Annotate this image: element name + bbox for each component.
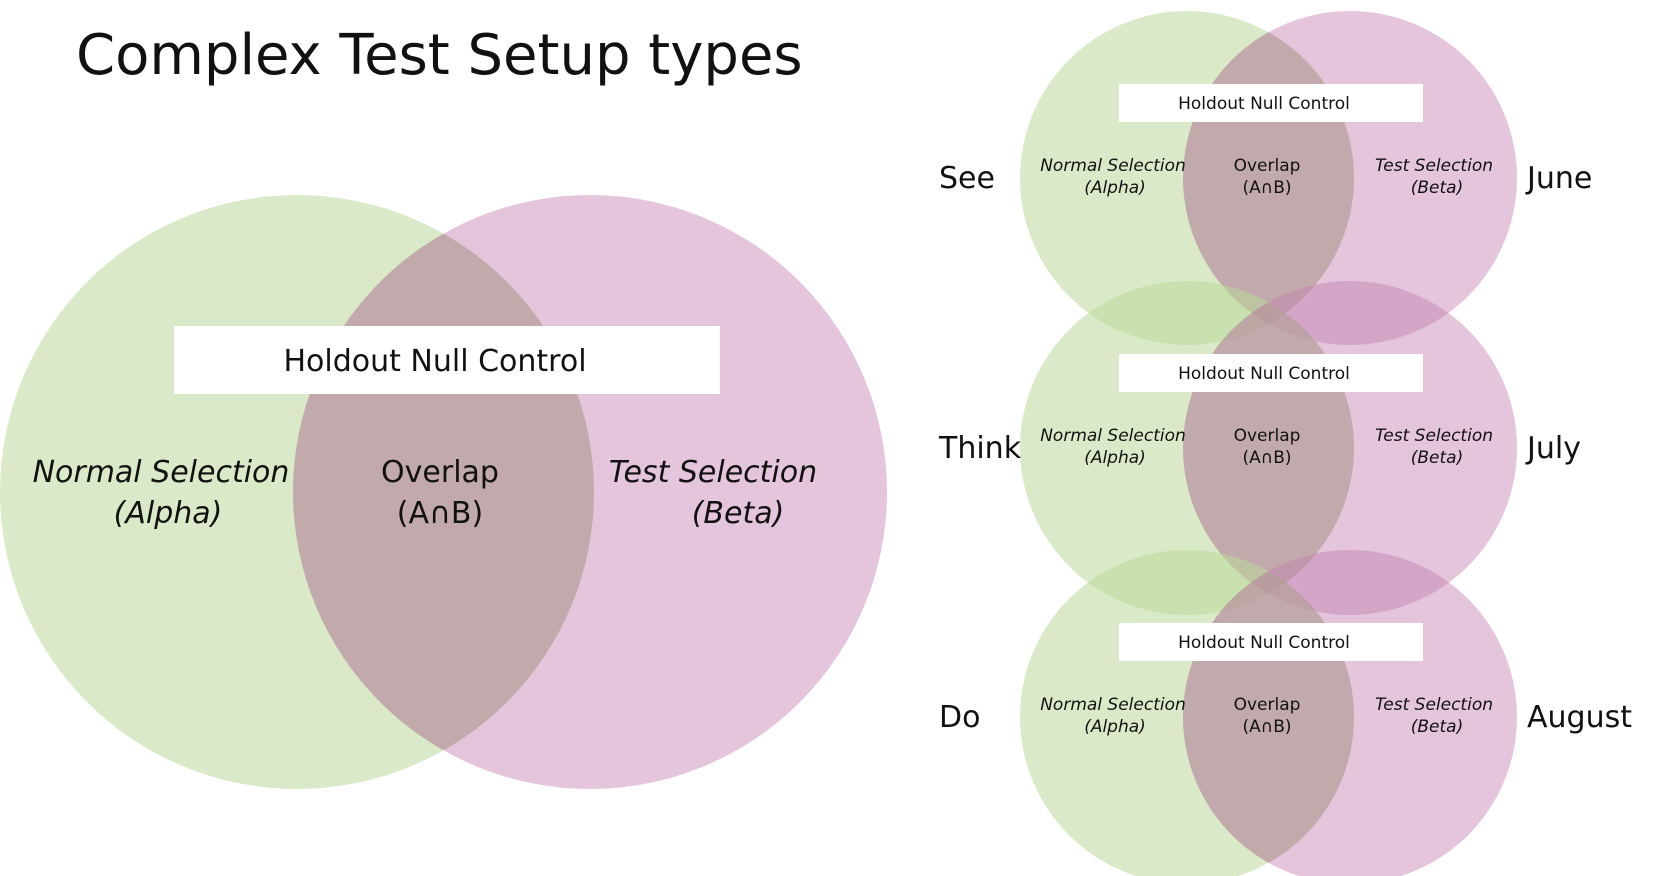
stage-label: Think [938,431,1022,466]
stage-label: Do [939,700,980,735]
beta-label: Test Selection [609,455,817,490]
beta-sublabel: (Beta) [1411,448,1463,468]
month-label: August [1527,700,1632,735]
alpha-sublabel: (Alpha) [114,496,223,531]
overlap-sublabel: (A∩B) [1243,717,1292,737]
month-label: July [1525,431,1581,466]
holdout-label: Holdout Null Control [283,344,586,379]
beta-label: Test Selection [1375,156,1493,176]
beta-sublabel: (Beta) [692,496,785,531]
beta-label: Test Selection [1375,426,1493,446]
beta-sublabel: (Beta) [1411,717,1463,737]
alpha-label: Normal Selection [1040,156,1186,176]
overlap-label: Overlap [1234,426,1301,446]
holdout-box [1119,623,1423,661]
small-venn-do-labels: Holdout Null Control Do August Normal Se… [939,623,1632,737]
alpha-label: Normal Selection [33,455,290,490]
beta-label: Test Selection [1375,695,1493,715]
small-venn-see-labels: Holdout Null Control See June Normal Sel… [939,84,1592,198]
holdout-box [1119,354,1423,392]
alpha-label: Normal Selection [1040,695,1186,715]
alpha-sublabel: (Alpha) [1084,717,1146,737]
stage-label: See [939,161,995,196]
overlap-sublabel: (A∩B) [1243,448,1292,468]
overlap-sublabel: (A∩B) [397,496,483,531]
overlap-sublabel: (A∩B) [1243,178,1292,198]
small-venn-think-labels: Holdout Null Control Think July Normal S… [938,354,1581,468]
holdout-label: Holdout Null Control [1178,364,1350,384]
main-venn: Holdout Null Control Normal Selection (A… [0,195,887,789]
alpha-sublabel: (Alpha) [1084,448,1146,468]
overlap-label: Overlap [1234,156,1301,176]
holdout-box [174,326,720,394]
alpha-sublabel: (Alpha) [1084,178,1146,198]
month-label: June [1525,161,1592,196]
page-title: Complex Test Setup types [76,23,803,88]
overlap-label: Overlap [381,455,499,490]
holdout-label: Holdout Null Control [1178,94,1350,114]
overlap-label: Overlap [1234,695,1301,715]
alpha-label: Normal Selection [1040,426,1186,446]
holdout-label: Holdout Null Control [1178,633,1350,653]
beta-sublabel: (Beta) [1411,178,1463,198]
holdout-box [1119,84,1423,122]
